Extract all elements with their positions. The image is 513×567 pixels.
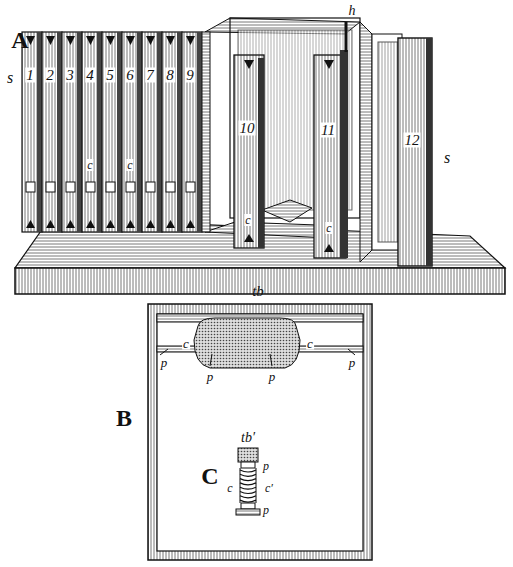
board-number: 3 — [65, 68, 75, 83]
board-number: 8 — [165, 68, 175, 83]
part-letter: c — [244, 214, 251, 226]
part-letter: p — [268, 370, 277, 383]
board-number: 2 — [45, 68, 55, 83]
board-number: 10 — [239, 121, 256, 136]
part-letter: p — [206, 370, 215, 383]
board-number: 7 — [145, 68, 155, 83]
part-letter: p — [262, 460, 270, 472]
part-letter: h — [348, 4, 357, 18]
part-letter: s — [443, 150, 451, 166]
board-number: 5 — [105, 68, 115, 83]
board-number: 4 — [85, 68, 95, 83]
part-letter: tb — [251, 284, 265, 299]
figure-letter: A — [10, 28, 29, 52]
part-letter: c — [226, 482, 233, 494]
board — [234, 55, 264, 248]
part-letter: tb′ — [240, 431, 256, 445]
board-number: 1 — [25, 68, 35, 83]
part-letter: c — [325, 222, 332, 234]
part-letter: c — [182, 337, 190, 350]
part-letter: c — [86, 159, 93, 171]
hinged-board — [314, 22, 348, 258]
part-letter: p — [160, 356, 169, 369]
board-stack — [22, 32, 210, 232]
part-letter: c′ — [264, 482, 274, 494]
open-board — [360, 22, 432, 266]
part-letter: c — [126, 159, 133, 171]
part-letter: c — [306, 337, 314, 350]
board-number: 12 — [404, 133, 421, 148]
clamp-section — [236, 448, 260, 515]
frame-section — [148, 304, 372, 560]
board-number: 9 — [185, 68, 195, 83]
figure-letter: C — [200, 464, 219, 488]
part-letter: p — [262, 504, 270, 516]
figure-letter: B — [115, 406, 133, 430]
part-letter: s — [6, 70, 14, 86]
board-number: 11 — [320, 123, 336, 138]
board-number: 6 — [125, 68, 135, 83]
part-letter: p — [348, 356, 357, 369]
